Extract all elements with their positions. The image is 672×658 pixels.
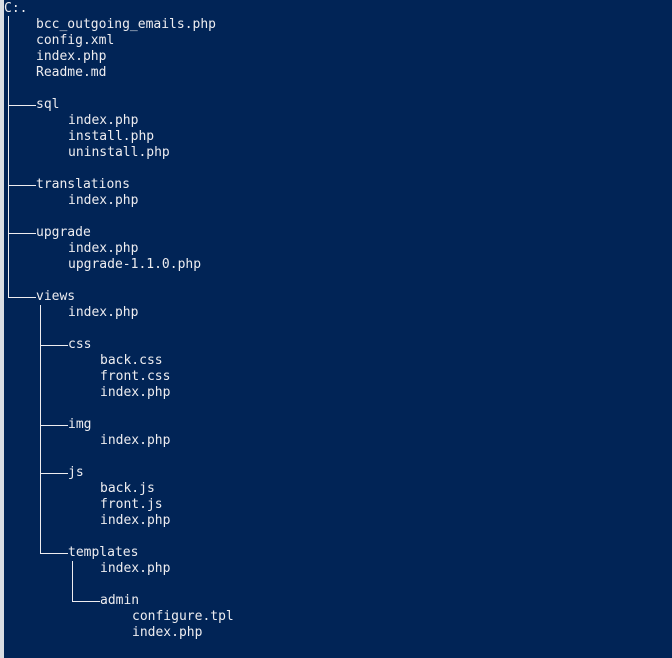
tree-branch-upgrade	[8, 233, 36, 234]
folder-css: css	[68, 337, 92, 352]
tree-line-views	[40, 305, 41, 553]
file-back-js: back.js	[100, 481, 155, 496]
tree-line-templates	[72, 561, 73, 601]
folder-views: views	[36, 289, 76, 304]
background-window-edge	[0, 0, 4, 658]
folder-upgrade: upgrade	[36, 225, 91, 240]
drive-label: C:.	[4, 1, 28, 16]
file-sql-install: install.php	[68, 129, 155, 144]
file-templates-index: index.php	[100, 561, 171, 576]
file-sql-index: index.php	[68, 113, 139, 128]
tree-branch-img	[40, 425, 68, 426]
file-back-css: back.css	[100, 353, 163, 368]
folder-js: js	[68, 465, 84, 480]
folder-img: img	[68, 417, 92, 432]
tree-branch-templates	[40, 553, 68, 554]
file-translations-index: index.php	[68, 193, 139, 208]
tree-branch-admin	[72, 601, 100, 602]
file-front-js: front.js	[100, 497, 163, 512]
file-readme: Readme.md	[36, 65, 107, 80]
file-js-index: index.php	[100, 513, 171, 528]
file-upgrade-index: index.php	[68, 241, 139, 256]
file-root-index: index.php	[36, 49, 107, 64]
file-config-xml: config.xml	[36, 33, 115, 48]
file-admin-index: index.php	[132, 625, 203, 640]
folder-admin: admin	[100, 593, 140, 608]
folder-sql: sql	[36, 97, 60, 112]
file-upgrade-1-1-0: upgrade-1.1.0.php	[68, 257, 202, 272]
folder-templates: templates	[68, 545, 139, 560]
file-configure-tpl: configure.tpl	[132, 609, 234, 624]
console-output[interactable]: C:. bcc_outgoing_emails.php config.xml i…	[4, 0, 672, 658]
file-css-index: index.php	[100, 385, 171, 400]
tree-line-root	[8, 16, 9, 297]
file-img-index: index.php	[100, 433, 171, 448]
file-views-index: index.php	[68, 305, 139, 320]
folder-translations: translations	[36, 177, 130, 192]
tree-branch-translations	[8, 185, 36, 186]
file-front-css: front.css	[100, 369, 171, 384]
tree-branch-css	[40, 345, 68, 346]
tree-branch-js	[40, 473, 68, 474]
file-sql-uninstall: uninstall.php	[68, 145, 170, 160]
tree-branch-sql	[8, 105, 36, 106]
file-bcc-outgoing-emails: bcc_outgoing_emails.php	[36, 17, 217, 32]
tree-branch-views	[8, 297, 36, 298]
